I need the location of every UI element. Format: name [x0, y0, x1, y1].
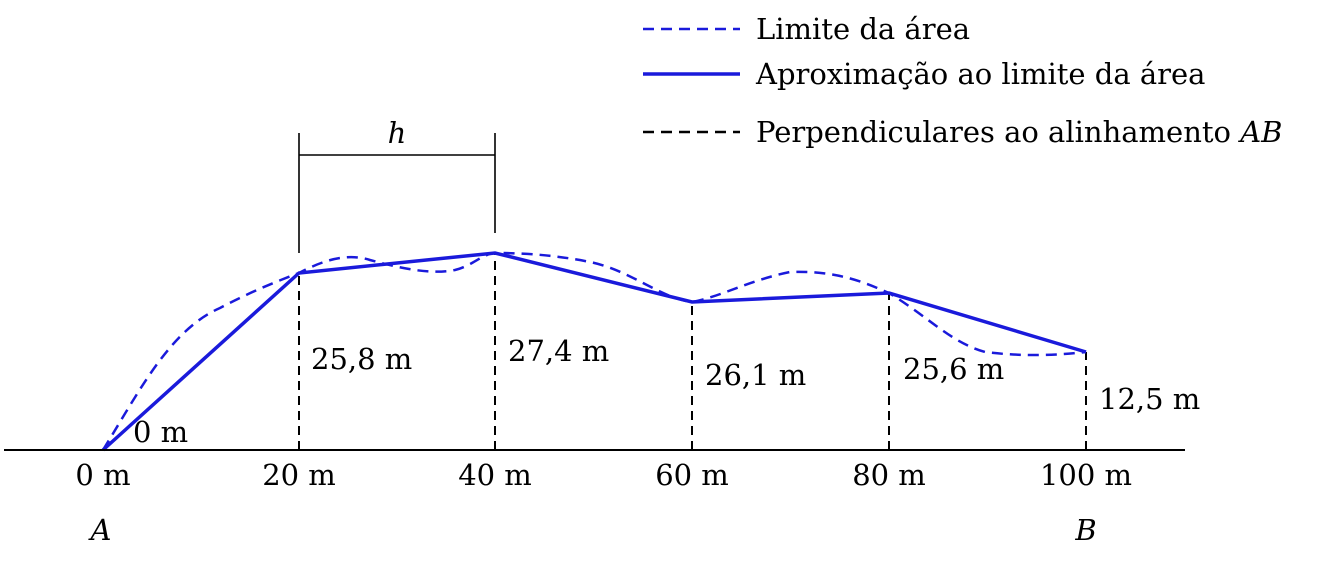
legend-boundary-label: Limite da área	[756, 12, 970, 46]
offset-label: 12,5 m	[1099, 382, 1200, 416]
approximation-polyline	[101, 251, 1087, 452]
offset-label: 25,6 m	[903, 352, 1004, 386]
interval-label: h	[388, 116, 407, 150]
offset-labels: 0 m 25,8 m 27,4 m 26,1 m 25,6 m 12,5 m	[133, 334, 1200, 449]
x-tick-label: 100 m	[1040, 458, 1132, 492]
offset-label: 26,1 m	[705, 358, 806, 392]
endpoint-a-label: A	[88, 513, 112, 547]
legend-perp-label-ab: AB	[1237, 115, 1282, 149]
legend-approx-label: Aproximação ao limite da área	[755, 57, 1205, 91]
perpendiculars	[298, 253, 1087, 450]
x-tick-label: 60 m	[655, 458, 729, 492]
legend-perp-label: Perpendiculares ao alinhamento AB	[756, 115, 1282, 149]
offset-label: 25,8 m	[311, 342, 412, 376]
x-tick-label: 40 m	[458, 458, 532, 492]
x-tick-label: 0 m	[75, 458, 130, 492]
endpoint-b-label: B	[1074, 513, 1096, 547]
x-tick-labels: 0 m 20 m 40 m 60 m 80 m 100 m	[75, 458, 1132, 492]
legend-perp-label-text: Perpendiculares ao alinhamento	[756, 115, 1240, 149]
x-tick-label: 20 m	[262, 458, 336, 492]
offset-label: 0 m	[133, 415, 188, 449]
interval-bracket: h	[298, 116, 496, 253]
legend: Limite da área Aproximação ao limite da …	[643, 12, 1282, 149]
offset-label: 27,4 m	[508, 334, 609, 368]
area-boundary-curve	[101, 251, 1087, 451]
x-tick-label: 80 m	[852, 458, 926, 492]
